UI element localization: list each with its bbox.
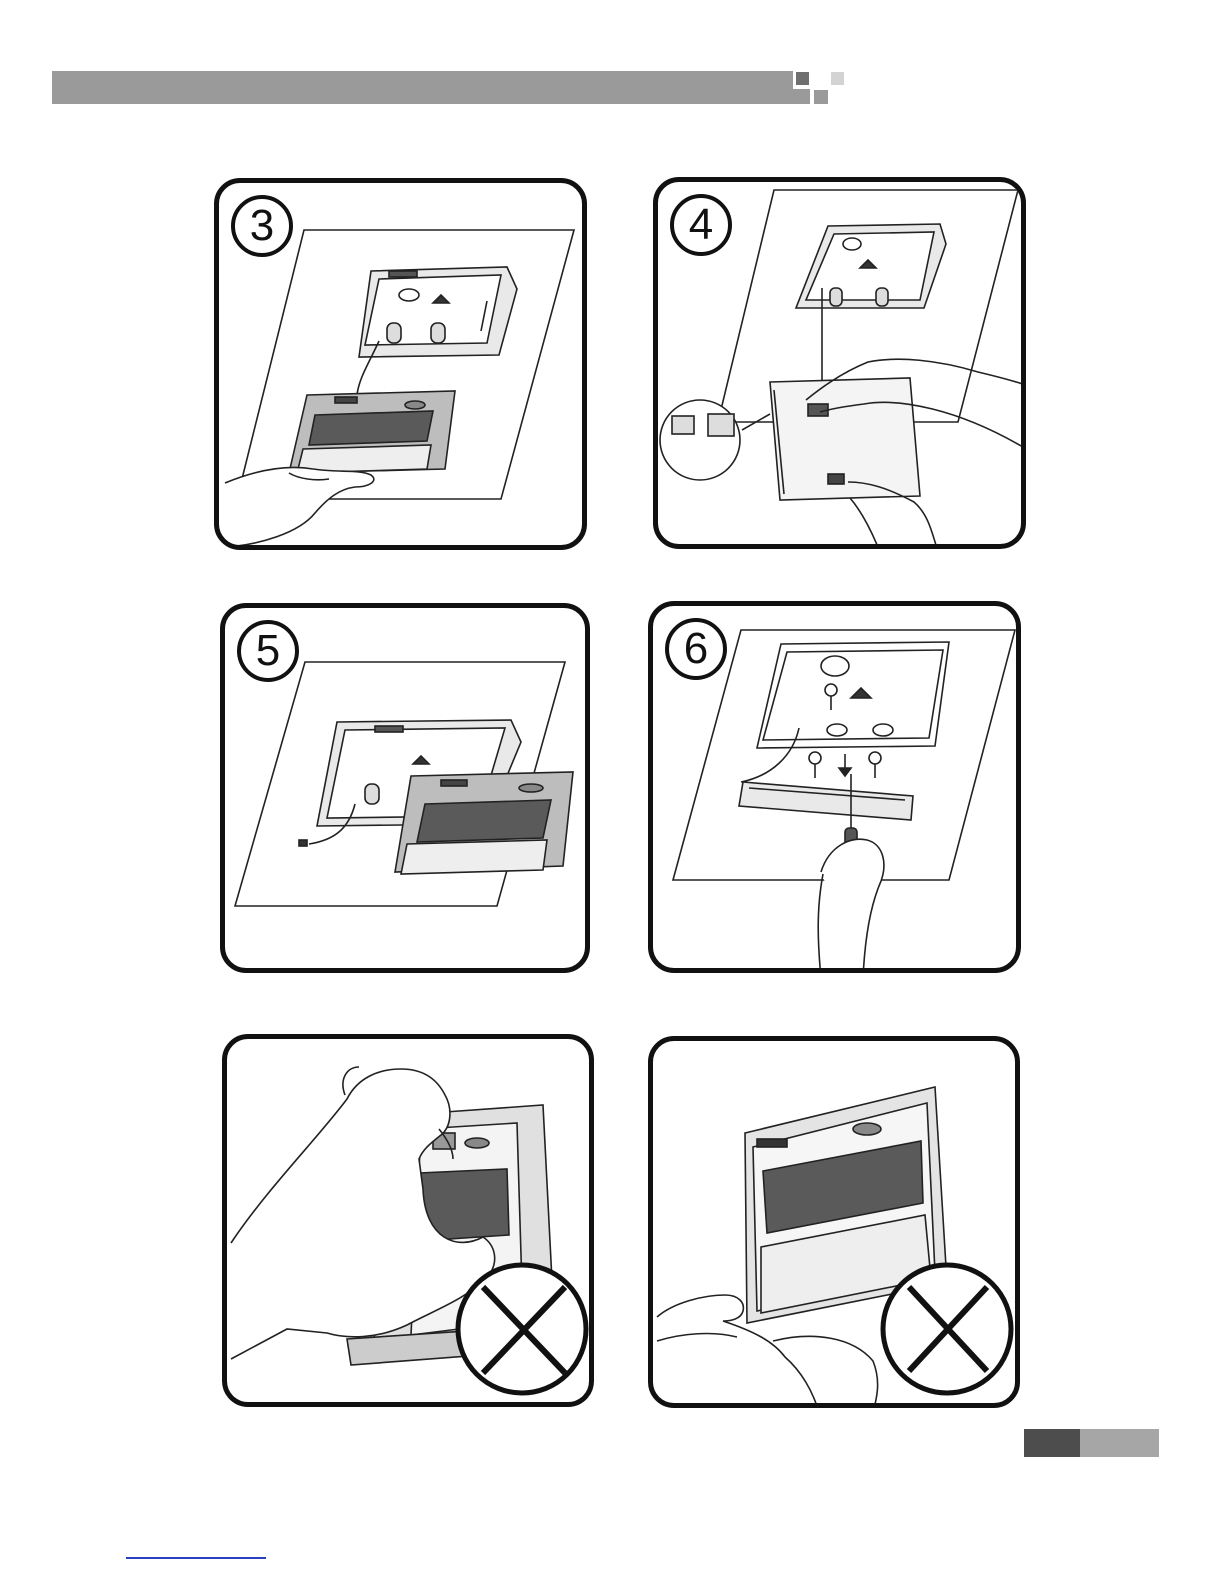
step-4-panel: 4 xyxy=(653,177,1026,549)
footer-tab-dark xyxy=(1024,1429,1080,1457)
header-square-mid xyxy=(814,90,828,104)
prohibited-panel-right xyxy=(648,1036,1020,1408)
step-5-number: 5 xyxy=(237,620,299,682)
prohibited-right-illustration xyxy=(653,1041,1020,1408)
header-square-dark xyxy=(796,72,809,85)
step-5-panel: 5 xyxy=(220,603,590,973)
step-3-panel: 3 xyxy=(214,178,587,550)
footer-rule xyxy=(126,1557,266,1559)
step-6-number: 6 xyxy=(665,618,727,680)
header-bar xyxy=(52,71,810,104)
header-square-light xyxy=(831,72,844,85)
prohibited-left-illustration xyxy=(227,1039,594,1407)
step-6-panel: 6 xyxy=(648,601,1021,973)
step-4-number: 4 xyxy=(670,194,732,256)
prohibited-panel-left xyxy=(222,1034,594,1407)
step-3-number: 3 xyxy=(231,195,293,257)
footer-tab-light xyxy=(1080,1429,1159,1457)
